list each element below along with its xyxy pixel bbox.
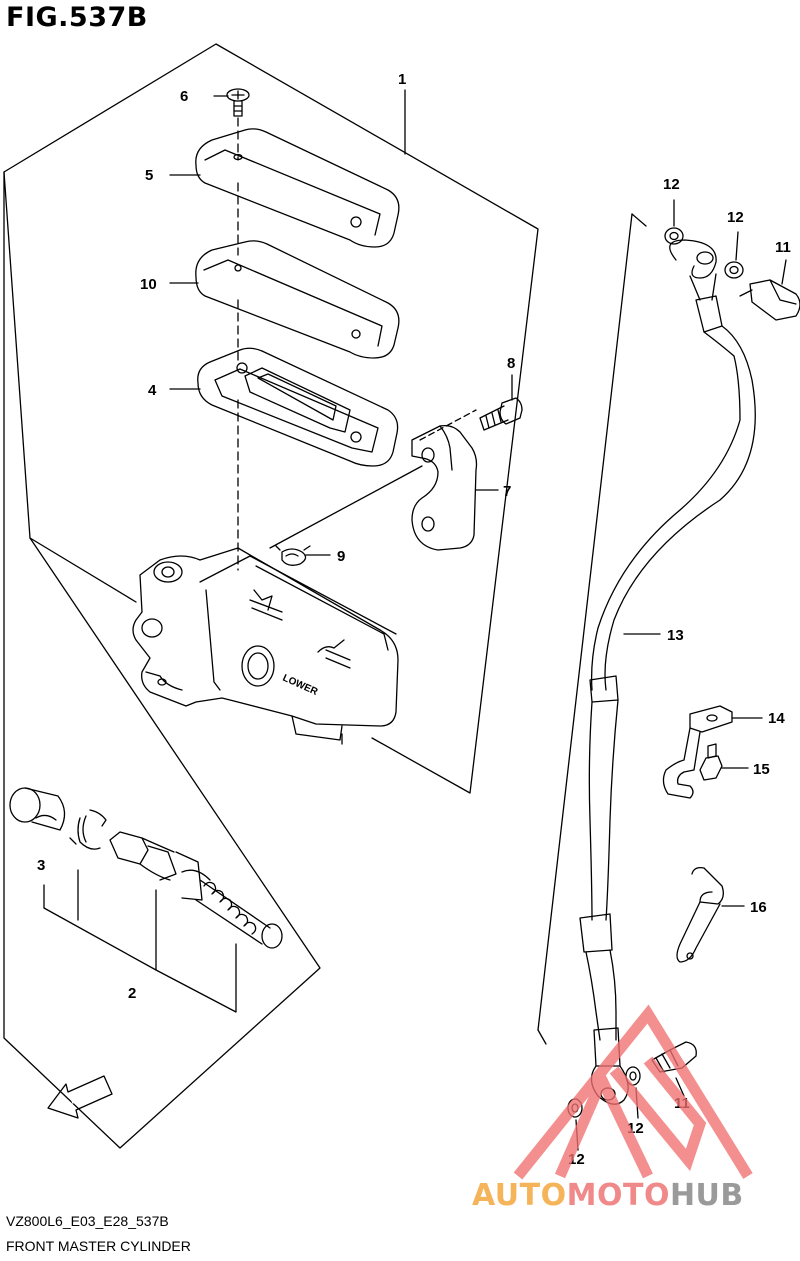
- box-link-line: [269, 465, 423, 549]
- dust-boot: [9, 787, 66, 831]
- callout-7: 7: [503, 483, 511, 500]
- callout-8: 8: [507, 355, 515, 372]
- circlip: [69, 809, 107, 850]
- assembly-outline: [3, 43, 539, 794]
- callout-16: 16: [750, 899, 767, 916]
- diaphragm-gasket: [197, 347, 399, 467]
- washer-top-left: [664, 227, 684, 245]
- callout-11-top: 11: [775, 239, 791, 256]
- assembly-outline-bottom: [3, 171, 321, 1149]
- watermark-logo: [513, 1004, 753, 1180]
- union-bolt-top: [739, 279, 800, 321]
- watermark-part-2: MOTO: [566, 1178, 670, 1213]
- callout-10: 10: [140, 276, 157, 293]
- figure-name: FRONT MASTER CYLINDER: [6, 1238, 191, 1254]
- brake-hose: [579, 239, 756, 1105]
- callout-12-top-left: 12: [663, 176, 680, 193]
- watermark-part-3: HUB: [669, 1178, 744, 1213]
- callout-9: 9: [337, 548, 345, 565]
- callout-2: 2: [128, 985, 136, 1002]
- callout-14: 14: [768, 710, 785, 727]
- washer-top-right: [724, 261, 744, 279]
- callout-1: 1: [398, 71, 406, 88]
- figure-title: FIG.537B: [6, 2, 148, 33]
- master-cylinder-body: [132, 547, 399, 745]
- retaining-clip: [275, 545, 311, 566]
- piston-assembly: [109, 831, 283, 949]
- watermark-part-1: AUTO: [472, 1178, 567, 1213]
- fwd-arrow: [47, 1075, 113, 1119]
- callout-4: 4: [148, 382, 157, 399]
- hose-clamp: [676, 866, 724, 963]
- reservoir-cap: [195, 128, 400, 248]
- clamp-holder: [411, 424, 478, 551]
- callout-15: 15: [753, 761, 770, 778]
- watermark-text: AUTOMOTOHUB: [472, 1178, 744, 1213]
- assembly-outline-lower: [29, 537, 137, 603]
- bracket-bolt: [699, 743, 723, 781]
- clamp-bolt: [479, 397, 523, 431]
- figure-code: VZ800L6_E03_E28_537B: [6, 1213, 169, 1229]
- reservoir-screw: [226, 88, 250, 117]
- callout-6: 6: [180, 88, 188, 105]
- callout-5: 5: [145, 167, 153, 184]
- lower-label: LOWER: [281, 673, 320, 699]
- diaphragm-plate: [195, 240, 400, 359]
- callout-3: 3: [37, 857, 45, 874]
- callout-13: 13: [667, 627, 684, 644]
- callout-12-top-right: 12: [727, 209, 744, 226]
- hose-bracket: [662, 705, 733, 799]
